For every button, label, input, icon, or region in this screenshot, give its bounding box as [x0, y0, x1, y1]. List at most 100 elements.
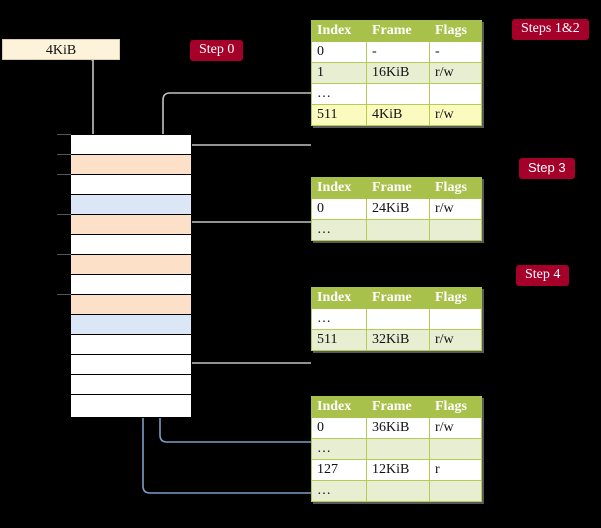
cell-frame: [366, 83, 430, 105]
table-row: 1 16KiB r/w: [311, 62, 482, 84]
cell-flags: [429, 308, 482, 330]
memory-cell: [71, 335, 191, 355]
cell-flags: [429, 219, 482, 241]
cell-flags: r/w: [429, 104, 482, 126]
page-table-4: Index Frame Flags 0 36KiB r/w … 127 12Ki…: [311, 396, 482, 502]
table-row: …: [311, 308, 482, 330]
memory-tick: [57, 134, 71, 135]
column-header-index: Index: [311, 20, 367, 42]
table-header-row: Index Frame Flags: [311, 287, 482, 309]
cell-index: …: [311, 308, 367, 330]
memory-cell: [71, 375, 191, 395]
cell-flags: r/w: [429, 417, 482, 439]
page-table-2: Index Frame Flags 0 24KiB r/w …: [311, 177, 482, 241]
table-row: 0 36KiB r/w: [311, 417, 482, 439]
column-header-frame: Frame: [366, 177, 430, 199]
table-row: 0 - -: [311, 41, 482, 63]
cell-frame: 12KiB: [366, 459, 430, 481]
table-row: …: [311, 83, 482, 105]
memory-cell: [71, 175, 191, 195]
memory-cell: [71, 255, 191, 275]
cell-frame: 24KiB: [366, 198, 430, 220]
wire-table1-row1-to-strip: [162, 92, 311, 252]
cell-flags: [429, 438, 482, 460]
source-block-4kib: 4KiB: [2, 39, 120, 60]
badge-step-4: Step 4: [516, 265, 570, 286]
table-row: 127 12KiB r: [311, 459, 482, 481]
table-header-row: Index Frame Flags: [311, 177, 482, 199]
cell-index: …: [311, 438, 367, 460]
page-table-1: Index Frame Flags 0 - - 1 16KiB r/w … 51…: [311, 20, 482, 126]
memory-cell: [71, 235, 191, 255]
memory-cell: [71, 355, 191, 375]
table-header-row: Index Frame Flags: [311, 20, 482, 42]
table-row: …: [311, 480, 482, 502]
cell-flags: r/w: [429, 62, 482, 84]
memory-cell: [71, 215, 191, 235]
column-header-flags: Flags: [429, 396, 482, 418]
cell-frame: -: [366, 41, 430, 63]
badge-steps-1-2-label: Steps 1&2: [521, 21, 580, 36]
cell-frame: [366, 438, 430, 460]
memory-tick: [57, 214, 71, 215]
badge-step-3-label: Step 3: [528, 160, 566, 175]
table-row: …: [311, 438, 482, 460]
table-row: 511 32KiB r/w: [311, 329, 482, 351]
cell-index: 0: [311, 198, 367, 220]
source-block-label: 4KiB: [45, 43, 77, 58]
cell-frame: [366, 308, 430, 330]
memory-cell: [71, 195, 191, 215]
cell-index: …: [311, 219, 367, 241]
cell-index: …: [311, 480, 367, 502]
cell-index: 0: [311, 417, 367, 439]
cell-flags: r: [429, 459, 482, 481]
table-row: …: [311, 219, 482, 241]
badge-steps-1-2: Steps 1&2: [512, 19, 589, 40]
memory-cell: [71, 135, 191, 155]
column-header-index: Index: [311, 287, 367, 309]
cell-frame: [366, 480, 430, 502]
cell-flags: [429, 83, 482, 105]
cell-frame: 32KiB: [366, 329, 430, 351]
column-header-flags: Flags: [429, 177, 482, 199]
table-row: 511 4KiB r/w: [311, 104, 482, 126]
page-table-3: Index Frame Flags … 511 32KiB r/w: [311, 287, 482, 351]
cell-flags: [429, 480, 482, 502]
column-header-frame: Frame: [366, 20, 430, 42]
cell-flags: r/w: [429, 329, 482, 351]
table-header-row: Index Frame Flags: [311, 396, 482, 418]
column-header-index: Index: [311, 396, 367, 418]
column-header-frame: Frame: [366, 396, 430, 418]
badge-step-0: Step 0: [190, 40, 244, 61]
memory-tick: [57, 154, 71, 155]
cell-index: 0: [311, 41, 367, 63]
wire-table2-row0-to-strip: [174, 221, 311, 254]
cell-flags: r/w: [429, 198, 482, 220]
memory-cell: [71, 275, 191, 295]
memory-tick: [57, 254, 71, 255]
memory-strip: [57, 134, 192, 418]
cell-frame: [366, 219, 430, 241]
badge-step-0-label: Step 0: [199, 42, 235, 57]
table-row: 0 24KiB r/w: [311, 198, 482, 220]
cell-index: 1: [311, 62, 367, 84]
wire-table4-row0-to-strip: [158, 326, 311, 443]
column-header-frame: Frame: [366, 287, 430, 309]
memory-cell: [71, 395, 191, 415]
cell-frame: 4KiB: [366, 104, 430, 126]
badge-step-3: Step 3: [519, 158, 575, 179]
cell-frame: 36KiB: [366, 417, 430, 439]
memory-cell: [71, 295, 191, 315]
cell-index: …: [311, 83, 367, 105]
cell-index: 127: [311, 459, 367, 481]
column-header-flags: Flags: [429, 20, 482, 42]
badge-step-4-label: Step 4: [525, 267, 561, 282]
memory-cell: [71, 155, 191, 175]
wire-table4-row127-to-strip: [141, 214, 311, 494]
column-header-flags: Flags: [429, 287, 482, 309]
memory-tick: [57, 174, 71, 175]
column-header-index: Index: [311, 177, 367, 199]
memory-cell: [71, 315, 191, 335]
cell-frame: 16KiB: [366, 62, 430, 84]
